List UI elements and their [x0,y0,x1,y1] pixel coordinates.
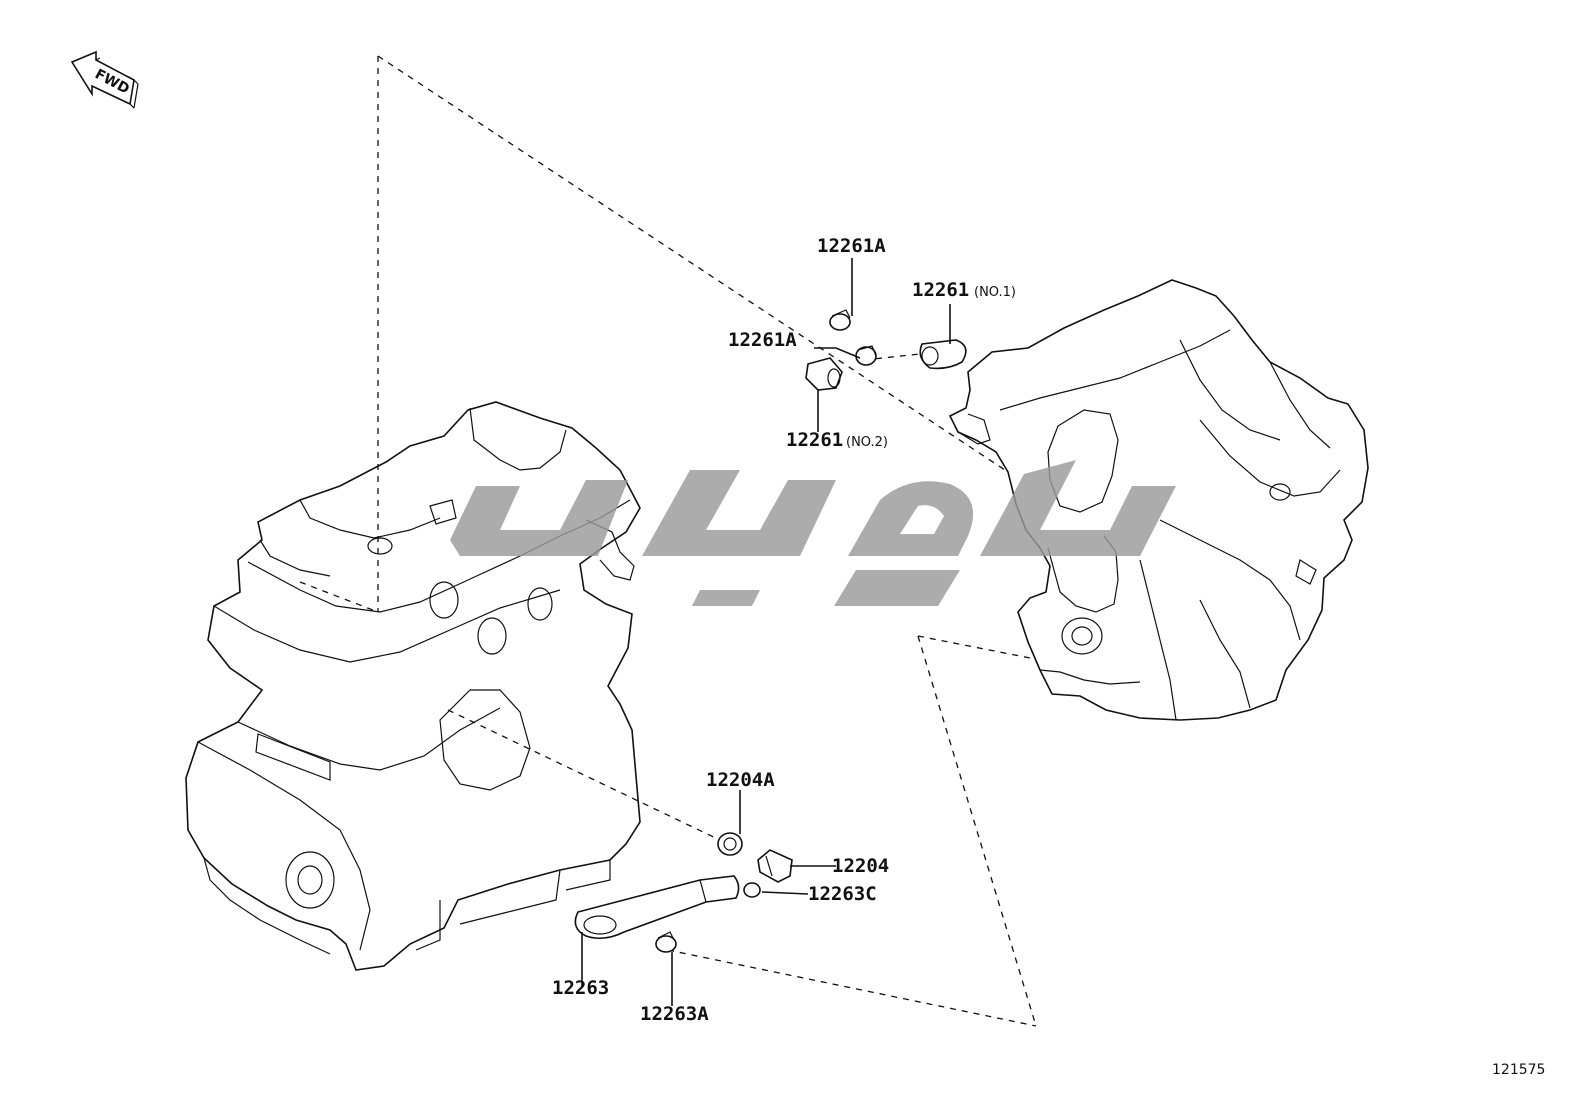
callout-12261a-top: 12261A [817,235,886,257]
callout-12261-no2: 12261 [786,429,843,451]
grommet-12204a [717,832,743,856]
callout-12263c: 12263C [808,883,877,905]
fwd-label: FWD [92,66,132,97]
hose-clamp-12263a [655,931,677,953]
small-parts [574,309,967,953]
ventilation-hose-12263 [574,875,740,940]
callout-labels: 12261A 12261 (NO.1) 12261A 12261 (NO.2) … [552,235,1016,1025]
callout-12204a: 12204A [706,769,775,791]
callout-12261-no1: 12261 [912,279,969,301]
callout-12204: 12204 [832,855,889,877]
pcv-valve-12204 [757,849,793,883]
watermark-logo [450,460,1176,606]
ventilation-hose-no2 [805,357,843,391]
engine-assembly-right [948,279,1369,721]
callout-12261-no1-suffix: (NO.1) [974,285,1016,300]
ventilation-hose-no1 [919,339,967,370]
leader-lines [581,258,951,1006]
fwd-arrow-icon: FWD [70,50,139,109]
hose-clamp-12261a-top [829,309,851,331]
callout-12263a: 12263A [640,1003,709,1025]
hose-clamp-12261a-left [855,345,877,366]
assembly-guide-lines [299,55,1037,1027]
figure-number: 121575 [1492,1062,1545,1078]
engine-block-left [185,401,641,971]
callout-12263: 12263 [552,977,609,999]
callout-12261-no2-suffix: (NO.2) [846,435,888,450]
hose-clamp-12263c [743,882,761,898]
callout-12261a-left: 12261A [728,329,797,351]
